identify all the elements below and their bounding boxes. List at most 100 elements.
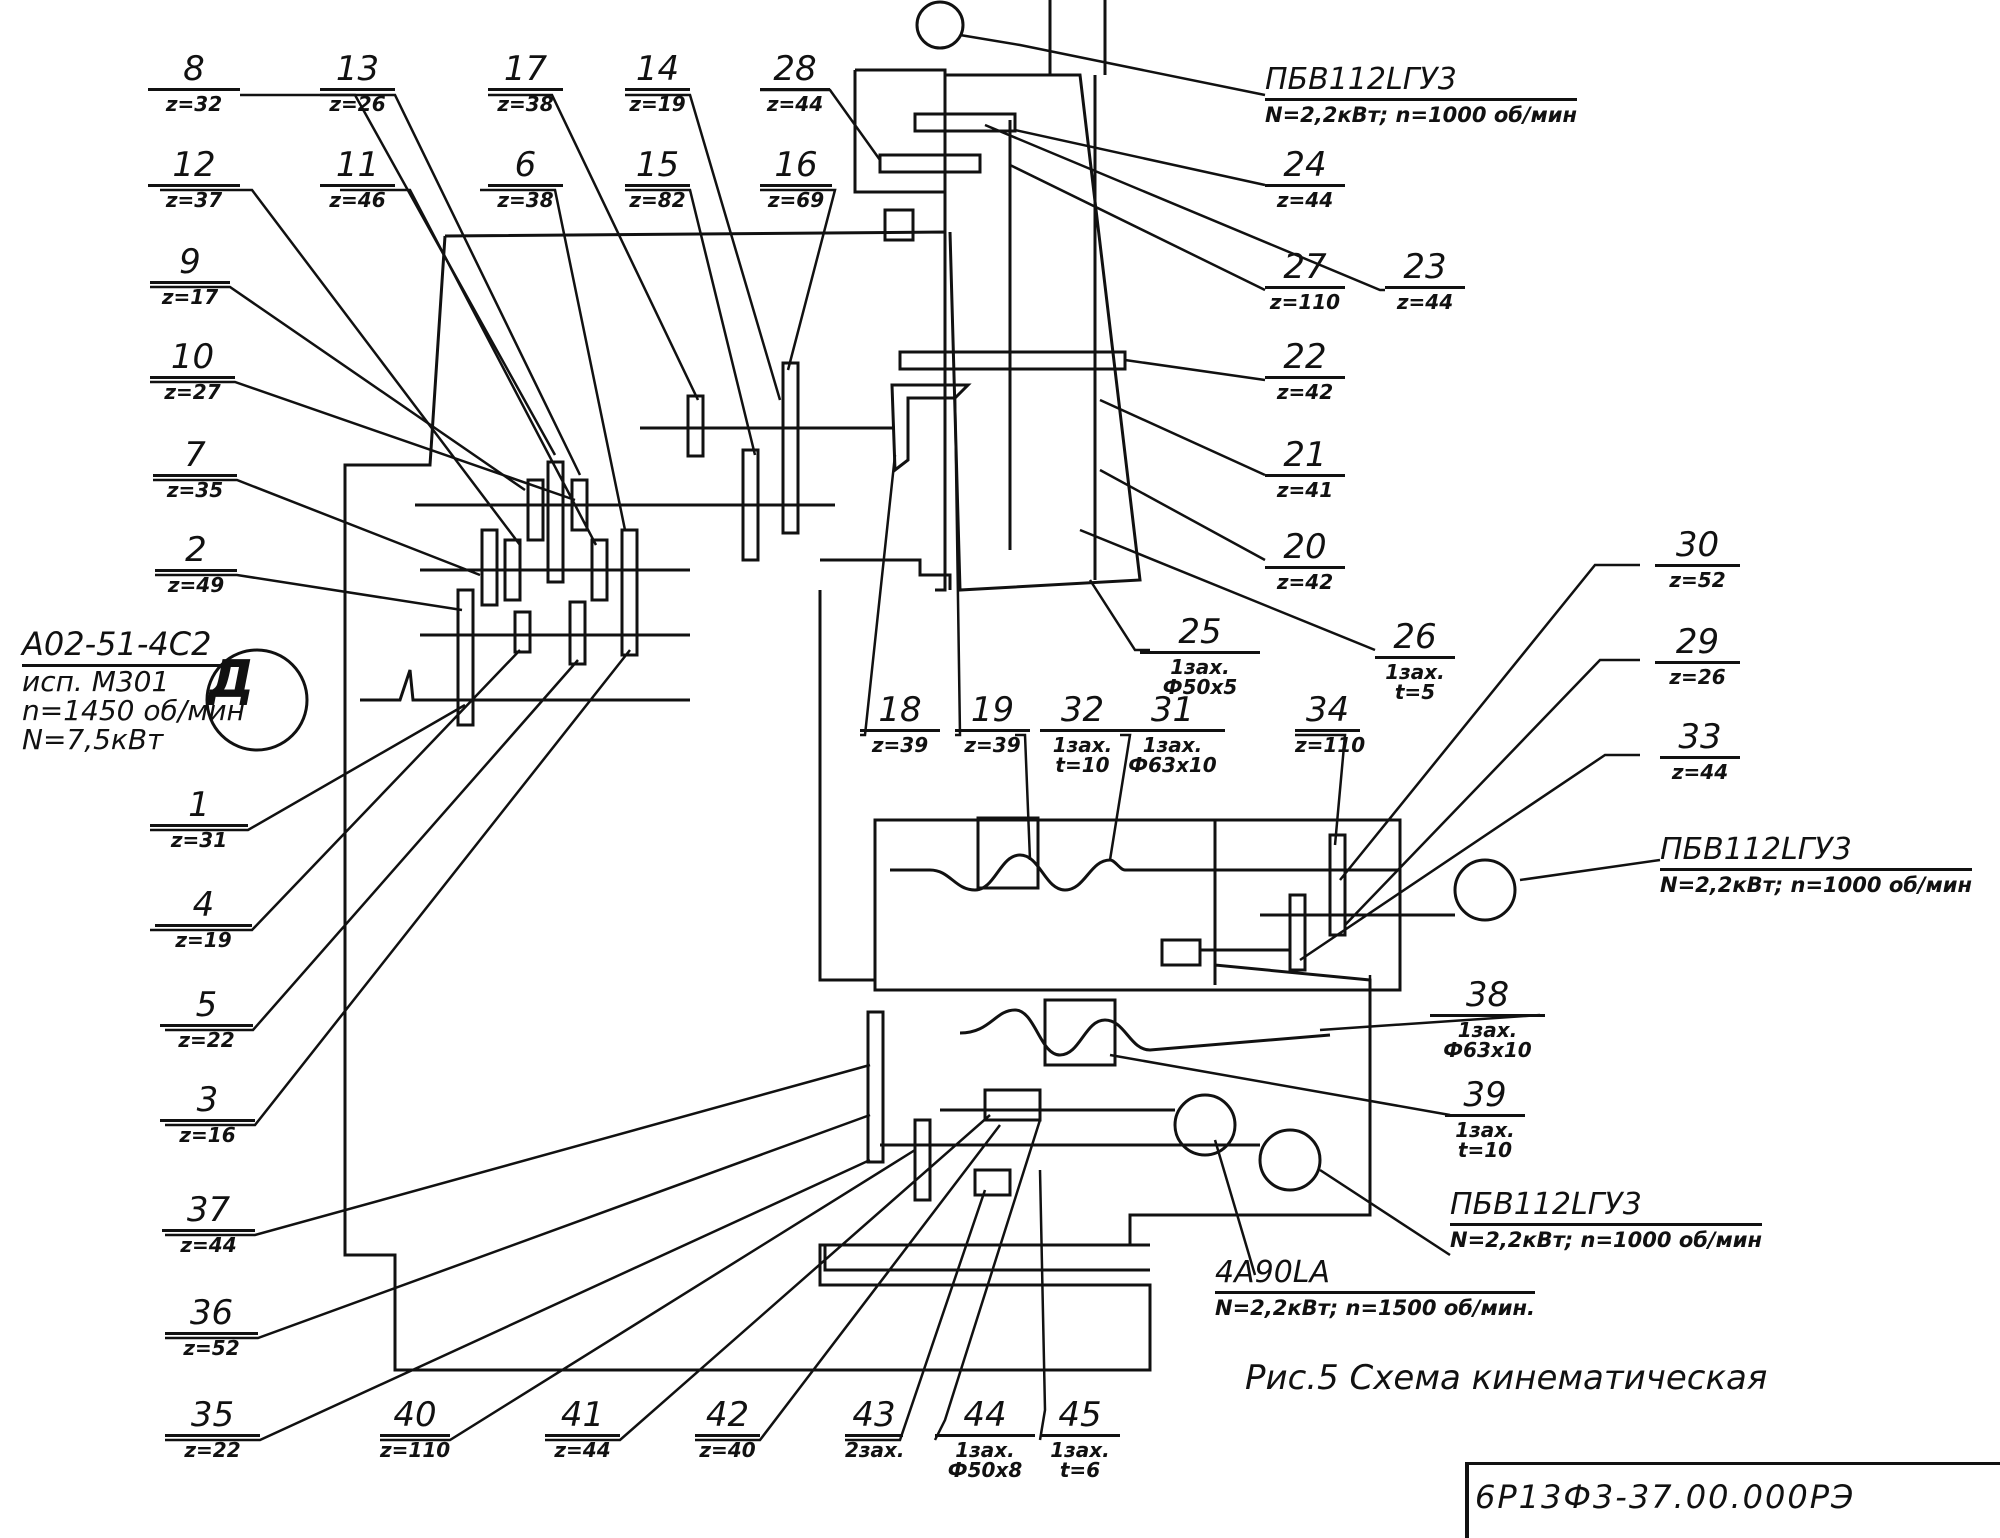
gear-5 (568, 600, 587, 666)
motor-main-circle (205, 648, 309, 752)
table (823, 1245, 1150, 1272)
motor-bottom-right-label: ПБВ112LГУ3 N=2,2кВт; n=1000 об/мин (1450, 1190, 1762, 1251)
motor-symbol: Д (208, 650, 255, 710)
gear-37 (866, 1010, 885, 1164)
figure-caption: Рис.5 Схема кинематическая (1245, 1358, 1768, 1398)
motor-bottom-circle (1173, 1093, 1237, 1157)
motor-right-label: ПБВ112LГУ3 N=2,2кВт; n=1000 об/мин (1660, 835, 1972, 896)
quill-outline (1048, 0, 1107, 75)
motor-model: ПБВ112LГУ3 (1450, 1190, 1762, 1226)
gear-7 (480, 528, 499, 607)
shaft-motor (360, 669, 690, 702)
main-motor-execution: исп. М301 (22, 664, 170, 698)
motor-spec: N=2,2кВт; n=1000 об/мин (1660, 873, 1972, 897)
motor-top-label: ПБВ112LГУ3 N=2,2кВт; n=1000 об/мин (1265, 65, 1577, 126)
gear-9 (526, 478, 545, 542)
motor-top-block (883, 208, 915, 242)
spindle-head-outline (853, 68, 947, 232)
gear-30 (1328, 833, 1347, 937)
gear-35 (913, 1118, 932, 1202)
motor-model: ПБВ112LГУ3 (1660, 835, 1972, 871)
main-motor-power: N=7,5кВт (22, 723, 164, 757)
motor-bottom-right-circle (1258, 1128, 1322, 1192)
motor-top-circle (915, 0, 965, 50)
main-motor-speed: n=1450 об/мин (22, 693, 245, 727)
gear-8 (546, 460, 565, 584)
gear-17 (686, 394, 705, 458)
feed-box-right (1213, 818, 1400, 980)
feed-box-block (1160, 938, 1202, 967)
gear-28 (878, 153, 982, 174)
gear-24-23 (913, 112, 1017, 133)
worm-38 (959, 1008, 1331, 1057)
document-number: 6Р13Ф3-37.00.000РЭ (1475, 1478, 1856, 1516)
motor-model: 4А90LA (1215, 1258, 1535, 1294)
gear-4 (513, 610, 532, 654)
motor-spec: N=2,2кВт; n=1000 об/мин (1450, 1228, 1762, 1252)
gear-6 (620, 528, 639, 657)
worm-31 (890, 853, 1400, 892)
cross-box-41 (983, 1088, 1042, 1122)
main-motor-model: А02-51-4С2 (22, 627, 245, 667)
motor-spec: N=2,2кВт; n=1500 об/мин. (1215, 1296, 1535, 1320)
title-block-frame (1465, 1462, 2000, 1538)
block-43 (973, 1168, 1012, 1197)
gear-2 (456, 588, 475, 727)
worm-wheel-32 (976, 816, 1040, 890)
worm-wheel-39 (1043, 998, 1117, 1067)
bevel-gear-18 (890, 383, 972, 473)
gear-16 (781, 361, 800, 535)
gear-34 (1288, 893, 1307, 972)
main-motor-label: А02-51-4С2 исп. М301 n=1450 об/мин N=7,5… (22, 627, 245, 757)
motor-right-circle (1453, 858, 1517, 922)
machine-frame-outline (343, 230, 1372, 1372)
motor-spec: N=2,2кВт; n=1000 об/мин (1265, 103, 1577, 127)
gear-22 (898, 350, 1127, 371)
column-left-outline (818, 590, 875, 982)
motor-bottom-label: 4А90LA N=2,2кВт; n=1500 об/мин. (1215, 1258, 1535, 1319)
motor-model: ПБВ112LГУ3 (1265, 65, 1577, 101)
